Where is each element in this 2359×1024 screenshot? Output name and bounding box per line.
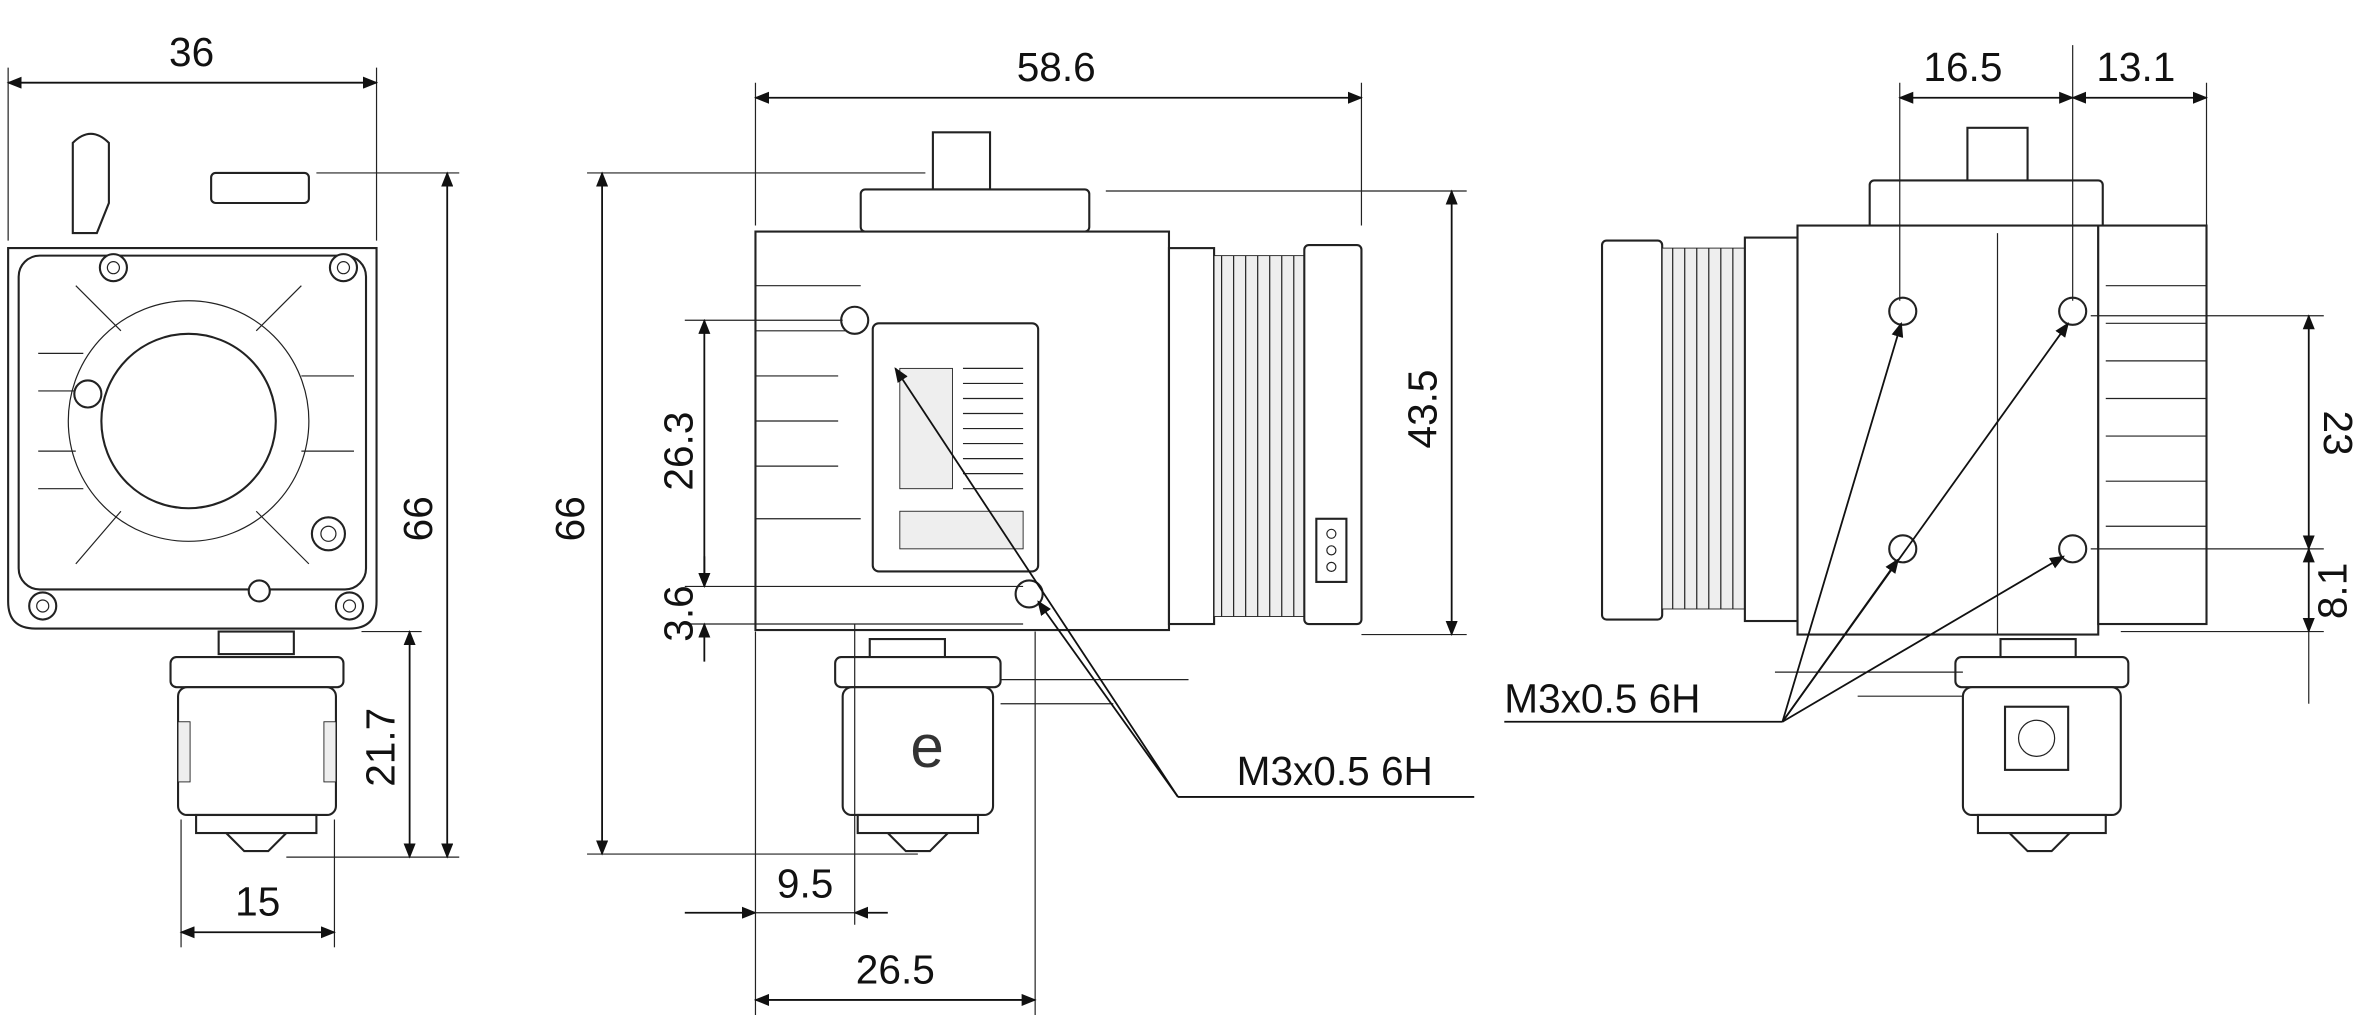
back-hole-offset-y-label: 8.1 xyxy=(2309,563,2355,619)
front-hotend-height-label: 21.7 xyxy=(358,708,404,787)
side-motor-height-label: 43.5 xyxy=(1400,370,1446,449)
brand-logo xyxy=(2003,705,2070,771)
back-view-body xyxy=(1600,126,2208,636)
front-hotend-width-label: 15 xyxy=(235,879,280,925)
front-view-body xyxy=(7,132,378,630)
mount-hole xyxy=(1888,296,1918,326)
mount-hole xyxy=(1014,579,1044,609)
side-view-body xyxy=(754,131,1363,632)
mount-hole xyxy=(2058,296,2088,326)
mount-hole xyxy=(1888,534,1918,564)
front-view: 36 66 21.7 15 xyxy=(6,29,460,948)
side-view: e 58.6 66 26.3 3.6 43.5 9.5 xyxy=(547,44,1475,1015)
mount-hole xyxy=(2058,534,2088,564)
side-hotend: e xyxy=(834,638,1189,853)
side-nozzle-offset-label: 9.5 xyxy=(777,861,833,907)
side-nozzle-to-back-label: 26.5 xyxy=(856,946,935,992)
front-height-label: 66 xyxy=(395,496,441,541)
brand-logo: e xyxy=(910,713,943,780)
back-hole-spacing-x-label: 16.5 xyxy=(1923,44,2002,90)
back-hotend xyxy=(1774,638,2130,853)
mount-hole xyxy=(840,305,870,335)
side-height-label: 66 xyxy=(547,496,593,541)
back-view: 16.5 13.1 23 8.1 M3x0.5 6H xyxy=(1504,44,2359,853)
front-hotend xyxy=(169,630,345,853)
side-thread-callout: M3x0.5 6H xyxy=(1237,748,1433,794)
side-hole-offset-label: 3.6 xyxy=(655,585,701,641)
back-hole-offset-x-label: 13.1 xyxy=(2096,44,2175,90)
front-width-label: 36 xyxy=(169,29,214,75)
fan-hub xyxy=(100,332,277,510)
back-thread-callout: M3x0.5 6H xyxy=(1504,676,1700,722)
side-hole-spacing-label: 26.3 xyxy=(655,412,701,491)
back-hole-spacing-y-label: 23 xyxy=(2315,410,2359,455)
side-width-label: 58.6 xyxy=(1017,44,1096,90)
